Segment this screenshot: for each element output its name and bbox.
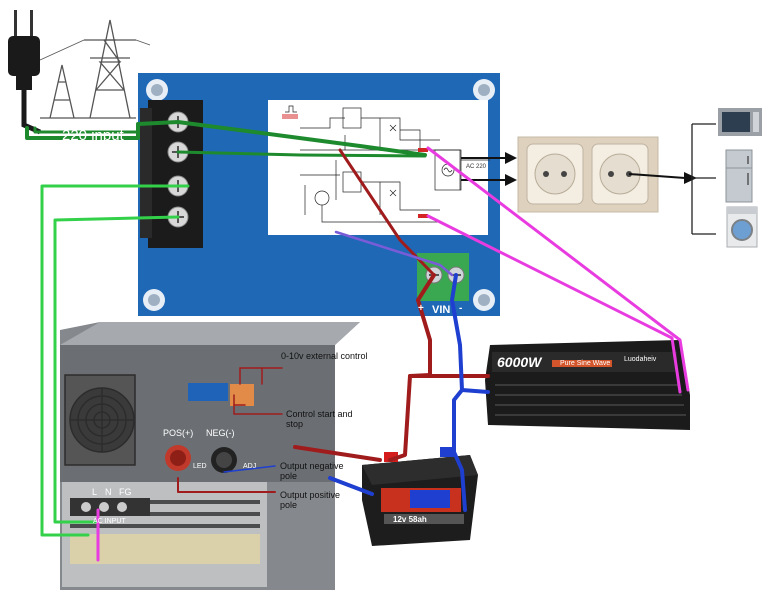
label-terminal-plus: + (418, 303, 424, 314)
label-control-start-stop: Control start and stop (286, 409, 353, 429)
microwave-icon (718, 108, 762, 136)
schematic-panel (268, 100, 490, 235)
label-220-input: 220 input (62, 127, 124, 144)
ac-input-wires-220 (25, 120, 427, 158)
label-battery-rating: 12v 58ah (393, 515, 427, 524)
label-psu-adj: ADJ (243, 463, 257, 470)
power-plug-icon (8, 10, 42, 135)
battery (362, 447, 478, 546)
label-inverter-brand: Luodaheiv (624, 356, 657, 363)
label-inverter-wave: Pure Sine Wave (560, 360, 611, 367)
label-psu-pos: POS(+) (163, 428, 194, 438)
label-psu-n: N (105, 487, 112, 497)
transmission-tower-icon (39, 19, 151, 119)
label-terminal-vin: VIN (432, 304, 451, 316)
blue-wires (223, 230, 490, 512)
inverter (485, 340, 690, 430)
appliance-branch (691, 123, 716, 235)
magenta-wires (96, 146, 690, 562)
red-wires (177, 148, 490, 493)
refrigerator-icon (725, 149, 753, 203)
power-supply-unit (60, 322, 360, 590)
label-charger-input: Charger input (48, 196, 133, 212)
label-schematic-ac220: AC 220 (466, 164, 487, 170)
label-inverter-power: 6000W (497, 354, 542, 370)
fan-grille (64, 374, 136, 466)
label-psu-fg: FG (119, 487, 132, 497)
washing-machine-icon (726, 206, 758, 248)
ac-output-arrows (461, 152, 517, 186)
label-0-10v-control: 0-10v external control (281, 351, 368, 361)
label-psu-ac-input: AC INPUT (93, 518, 126, 525)
label-output-negative: Output negative pole (280, 461, 344, 481)
label-psu-led: LED (193, 463, 207, 470)
label-psu-l: L (92, 487, 98, 497)
charger-input-wires (40, 184, 190, 537)
label-terminal-minus: - (459, 303, 463, 314)
label-output-positive: Output positive pole (280, 490, 341, 510)
wall-socket (517, 136, 697, 213)
label-psu-neg: NEG(-) (206, 428, 235, 438)
